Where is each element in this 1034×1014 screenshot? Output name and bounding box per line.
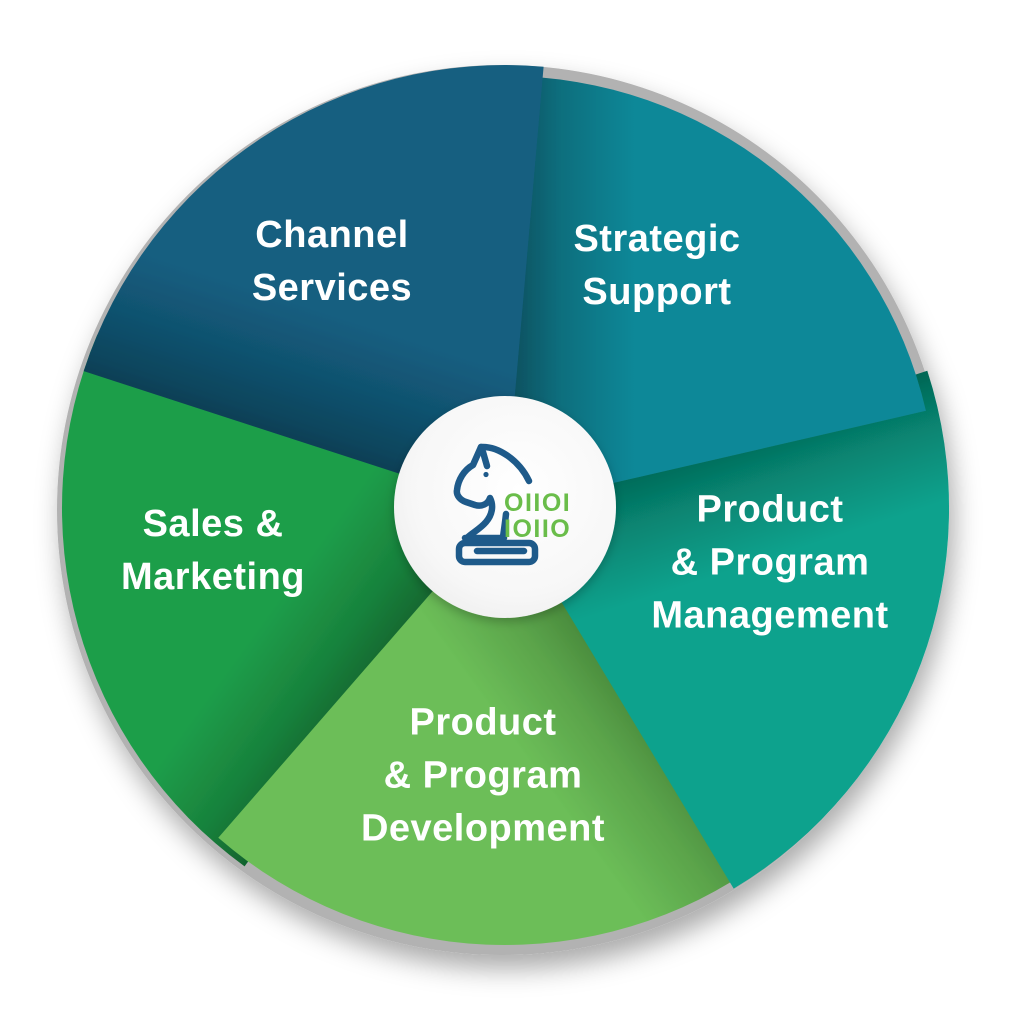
chess-knight-icon bbox=[453, 443, 539, 566]
wedge-product-program-development bbox=[218, 508, 762, 945]
center-hub-circle bbox=[394, 396, 616, 618]
binary-line-2: IOIIO bbox=[504, 515, 572, 543]
label-sales-marketing: Sales & Marketing bbox=[121, 503, 305, 598]
wedge-product-program-management bbox=[505, 370, 950, 889]
label-product-program-management: Product & Program Management bbox=[651, 488, 889, 637]
label-channel-services: Channel Services bbox=[251, 214, 413, 309]
binary-code-text: OIIOI IOIIO bbox=[504, 490, 571, 542]
wedge-channel-services bbox=[83, 65, 544, 509]
wedge-strategic-support bbox=[505, 76, 926, 508]
label-strategic-support: Strategic Support bbox=[573, 218, 741, 313]
knight-eye-dot bbox=[483, 471, 489, 478]
label-product-program-development: Product & Program Development bbox=[360, 701, 606, 850]
binary-line-1: OIIOI bbox=[504, 489, 572, 517]
